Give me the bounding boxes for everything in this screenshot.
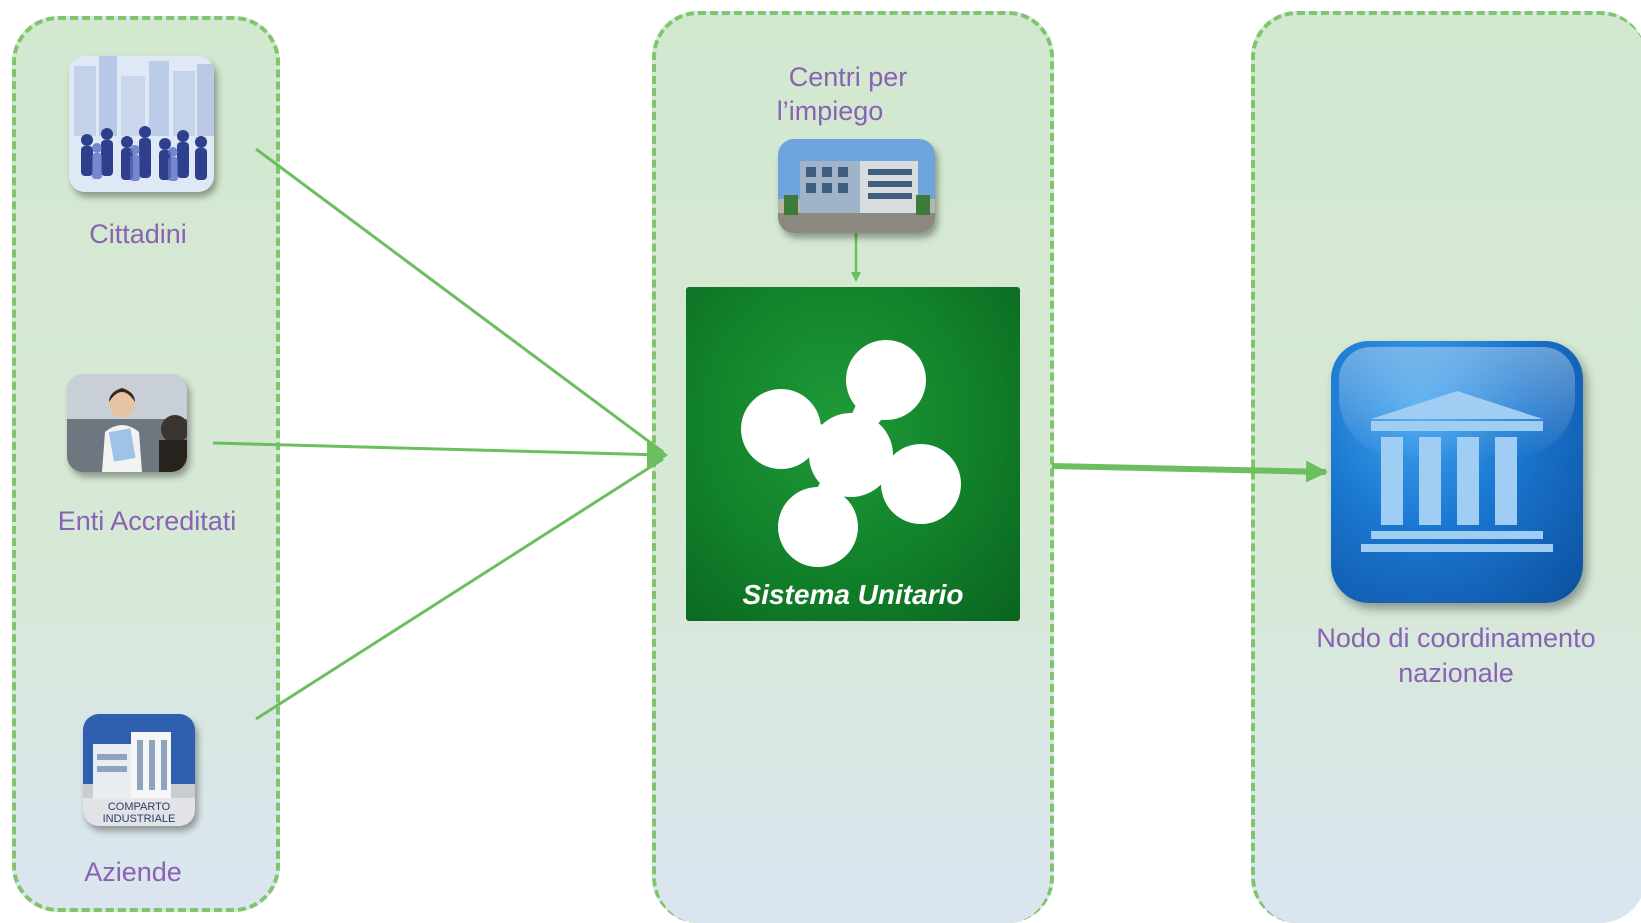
cittadini-label: Cittadini	[89, 219, 187, 249]
centri-label-line2: l’impiego	[776, 96, 884, 126]
centri-impiego-image	[778, 139, 935, 233]
svg-text:INDUSTRIALE: INDUSTRIALE	[103, 813, 176, 825]
institution-building-icon	[1361, 391, 1553, 552]
arrowhead-sistema-input	[647, 440, 668, 470]
nodo-label-line2: nazionale	[1398, 658, 1514, 688]
aziende-label: Aziende	[84, 857, 182, 887]
sistema-unitario-label: Sistema Unitario	[742, 579, 964, 610]
sistema-unitario-box: Sistema Unitario	[686, 287, 1020, 621]
nodo-coordinamento-box	[1331, 341, 1583, 603]
cittadini-image	[69, 56, 214, 192]
enti-accreditati-label: Enti Accreditati	[57, 506, 237, 536]
arrow-sistema-to-nodo	[1051, 460, 1328, 483]
arrow-cittadini-to-sistema	[255, 147, 664, 454]
enti-accreditati-image	[67, 374, 187, 472]
arrow-aziende-to-sistema	[255, 457, 664, 721]
lombardia-rose-icon	[741, 340, 961, 567]
arrow-enti-to-sistema	[212, 441, 664, 457]
centri-label-line1: Centri per	[788, 62, 908, 92]
nodo-label-line1: Nodo di coordinamento	[1316, 623, 1596, 653]
aziende-image-text: COMPARTO	[108, 801, 171, 813]
aziende-image: COMPARTO INDUSTRIALE	[83, 714, 195, 826]
